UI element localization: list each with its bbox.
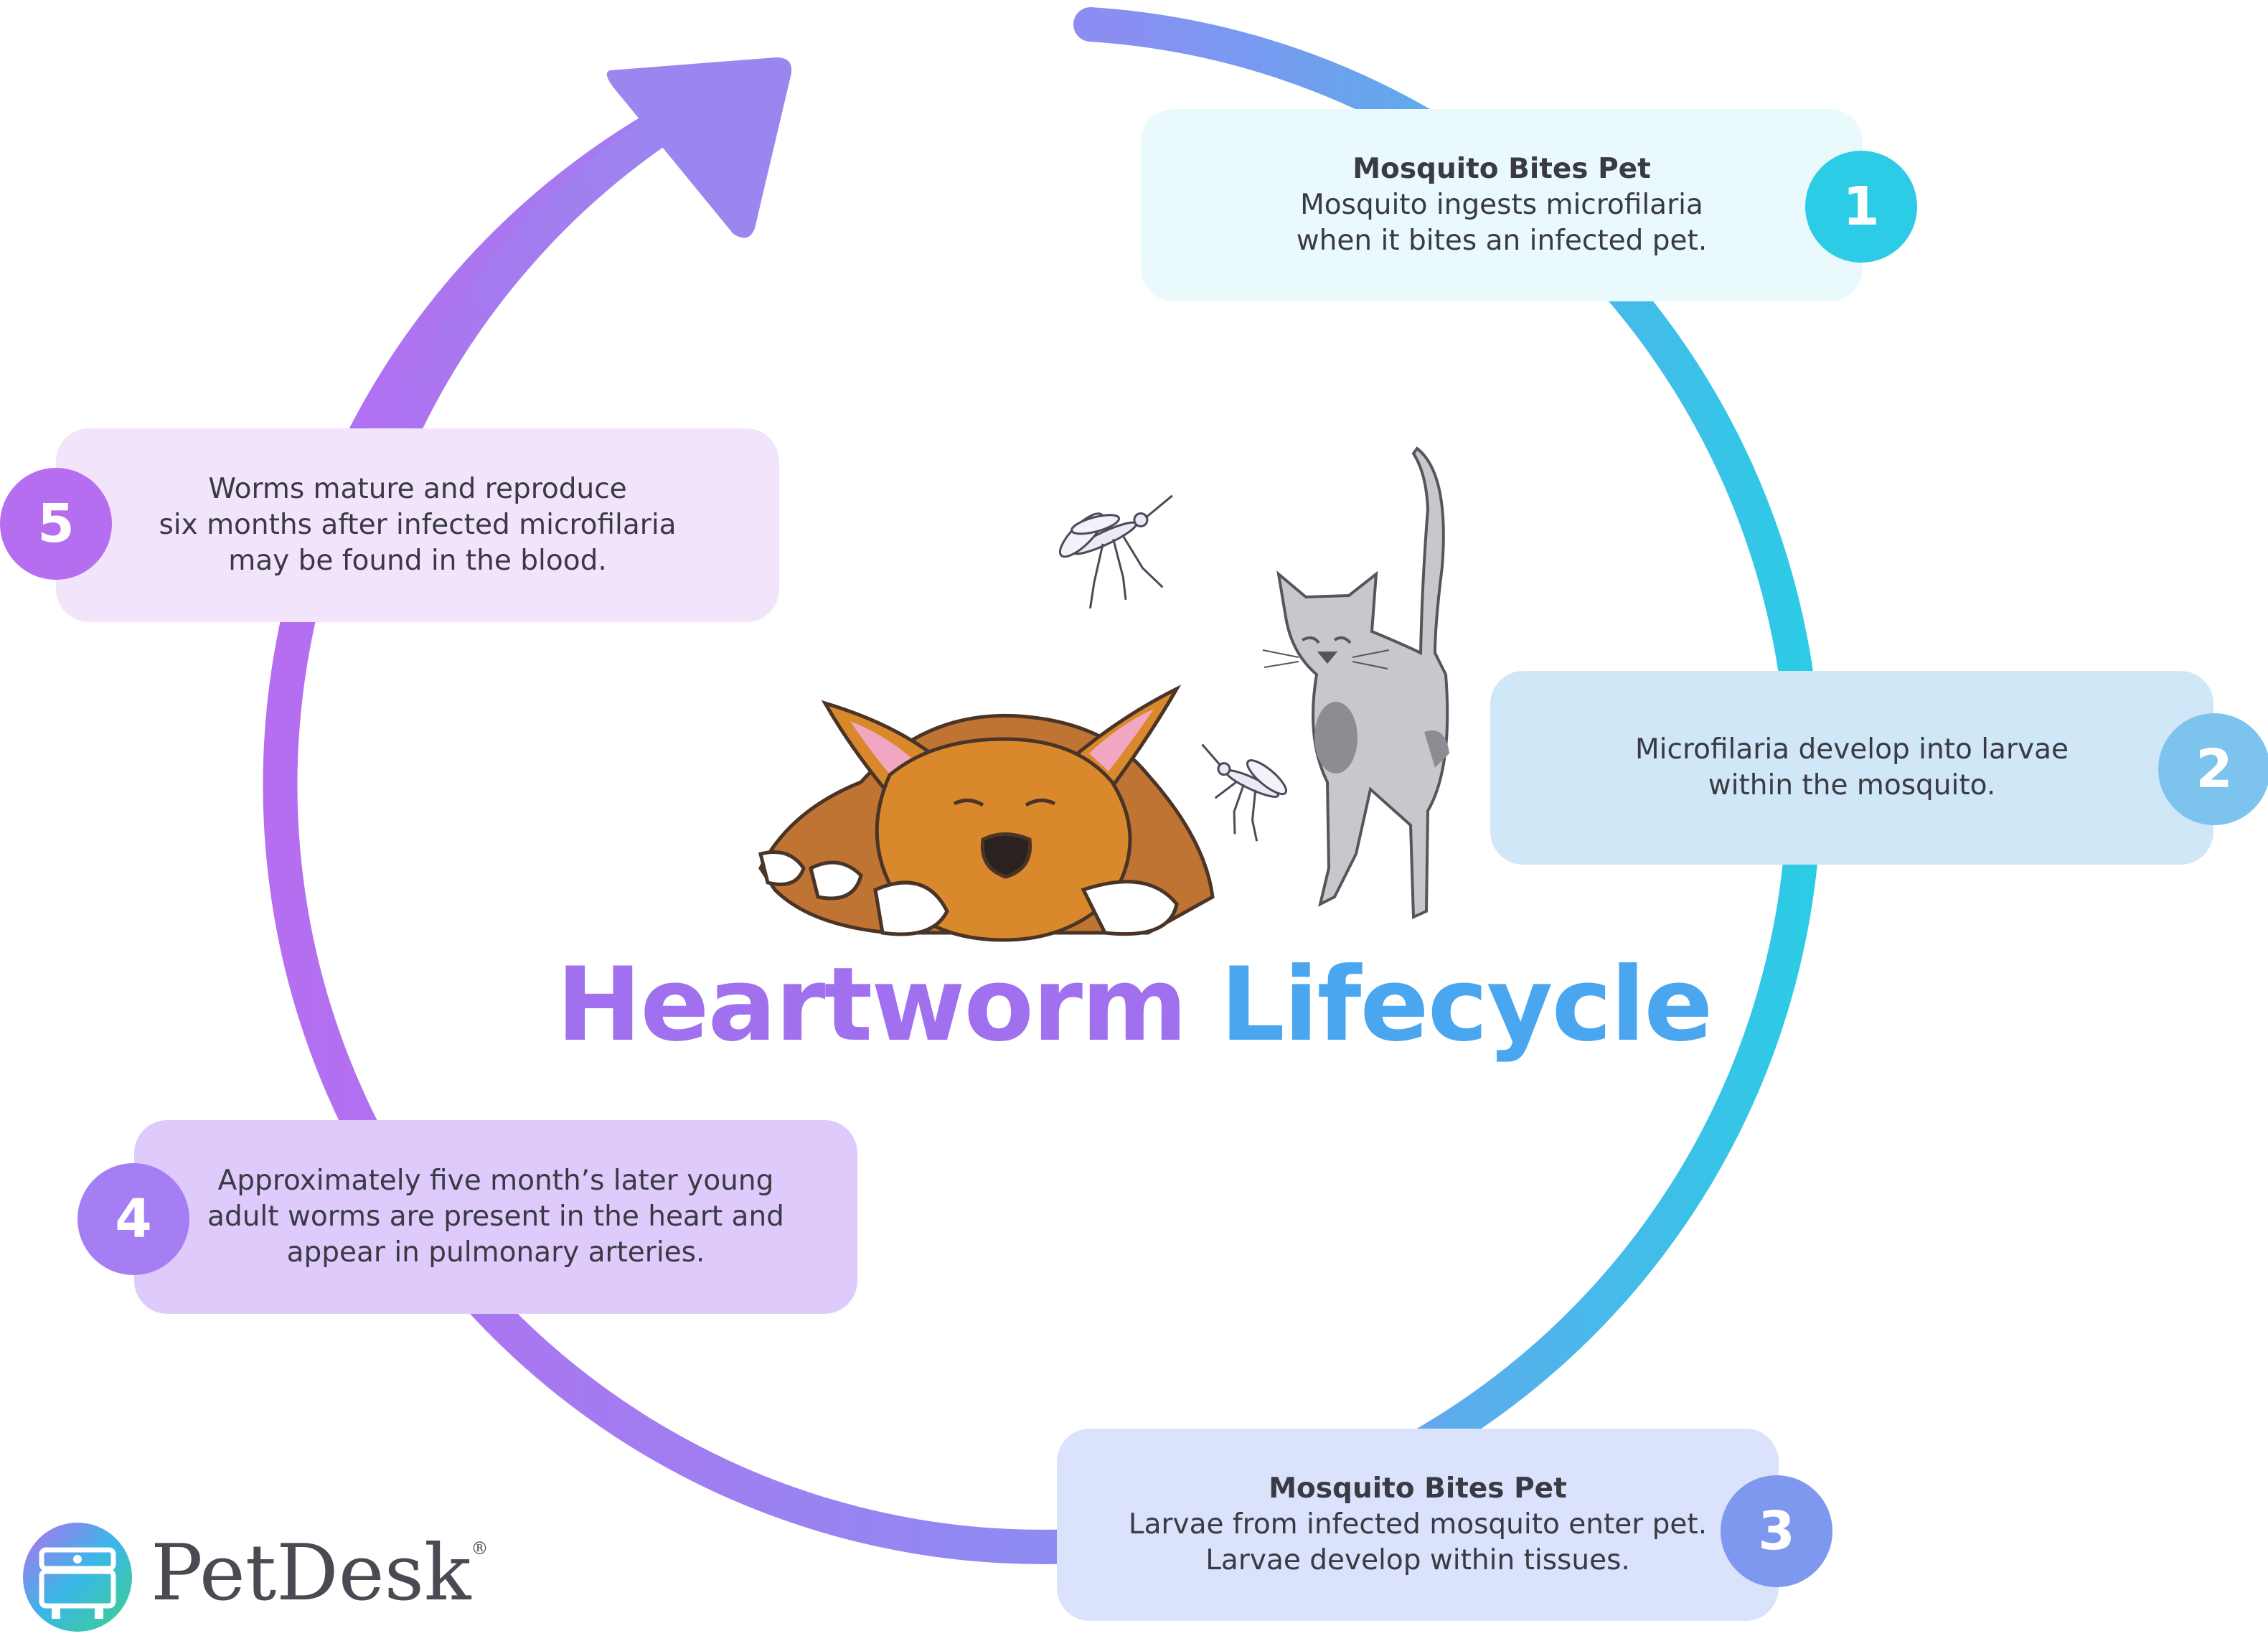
step-card-1: Mosquito Bites Pet Mosquito ingests micr… xyxy=(1141,109,1863,301)
step-1-line-1: Mosquito ingests microfilaria xyxy=(1300,189,1703,221)
step-5-line-3: may be found in the blood. xyxy=(228,545,607,577)
step-card-5: Worms mature and reproduce six months af… xyxy=(56,428,779,622)
page-title: Heartworm Lifecycle xyxy=(0,946,2268,1064)
arrowhead-icon xyxy=(606,57,792,238)
step-2-line-2: within the mosquito. xyxy=(1708,769,1996,801)
step-3-badge: 3 xyxy=(1721,1475,1832,1587)
step-4-line-3: appear in pulmonary arteries. xyxy=(286,1236,705,1269)
dog-icon xyxy=(758,685,1215,942)
step-4-line-2: adult worms are present in the heart and xyxy=(207,1200,784,1233)
step-2-badge: 2 xyxy=(2158,713,2268,825)
step-card-4: Approximately five month’s later young a… xyxy=(134,1120,857,1314)
step-2-line-1: Microfilaria develop into larvae xyxy=(1635,733,2069,766)
step-4-badge: 4 xyxy=(77,1163,189,1275)
step-1-badge: 1 xyxy=(1805,151,1917,263)
cat-icon xyxy=(1262,446,1449,920)
title-word-heartworm: Heartworm xyxy=(556,946,1187,1064)
step-1-title: Mosquito Bites Pet xyxy=(1352,153,1651,185)
step-4-line-1: Approximately five month’s later young xyxy=(217,1165,774,1197)
step-card-3: Mosquito Bites Pet Larvae from infected … xyxy=(1057,1429,1779,1621)
mosquito-icon xyxy=(1059,494,1173,609)
step-card-2: Microfilaria develop into larvae within … xyxy=(1490,671,2213,865)
step-5-badge: 5 xyxy=(0,468,112,580)
step-5-line-2: six months after infected microfilaria xyxy=(159,509,677,541)
petdesk-wordmark: PetDesk® xyxy=(151,1527,489,1620)
pets-illustration xyxy=(758,446,1449,942)
petdesk-logo-icon xyxy=(23,1523,132,1632)
mosquito-icon xyxy=(1201,743,1288,842)
step-3-title: Mosquito Bites Pet xyxy=(1269,1472,1567,1505)
registered-mark: ® xyxy=(471,1538,489,1559)
step-3-line-2: Larvae develop within tissues. xyxy=(1205,1544,1630,1576)
step-5-line-1: Worms mature and reproduce xyxy=(208,473,627,505)
step-3-line-1: Larvae from infected mosquito enter pet. xyxy=(1128,1508,1708,1541)
brand-name: PetDesk xyxy=(151,1528,471,1618)
title-word-lifecycle: Lifecycle xyxy=(1220,946,1713,1064)
step-1-line-2: when it bites an infected pet. xyxy=(1296,225,1708,257)
